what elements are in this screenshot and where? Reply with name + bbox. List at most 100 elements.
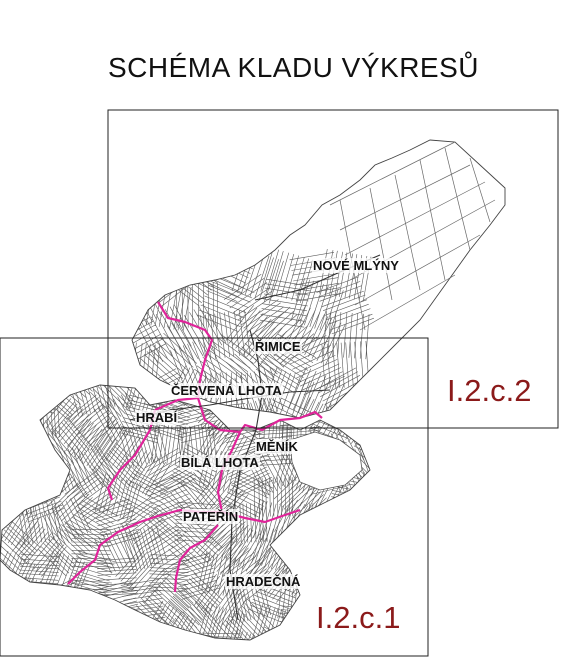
parcel-line [250,638,265,640]
parcel-line [120,552,148,582]
parcel-line [305,385,315,409]
parcel-line [258,456,278,492]
parcel-line [382,556,383,595]
parcel-line [54,506,73,542]
parcel-line [72,630,83,640]
parcel-line [152,493,189,509]
parcel-line [355,388,370,421]
parcel-line [257,527,271,565]
parcel-line [61,502,80,538]
parcel-line [101,608,140,619]
place-menik: MĚNÍK [255,439,299,454]
parcel-line [358,639,370,640]
parcel-line [118,341,123,386]
parcel-line [146,528,180,550]
parcel-line [239,316,268,352]
parcel-line [351,497,370,530]
parcel-line [84,614,108,640]
parcel-line [329,584,368,595]
parcel-line [121,535,135,573]
parcel-line [154,587,185,614]
parcel-line [316,320,337,362]
parcel-line [321,344,326,390]
parcel-line [358,635,370,640]
parcel-line [6,626,38,640]
parcel-line [332,648,371,654]
parcel-line [61,422,88,453]
parcel-line [327,311,332,357]
parcel-line [383,395,400,430]
parcel-line [300,573,327,603]
parcel-line [254,526,267,564]
pond-menik [289,431,363,491]
parcel-line [32,582,46,620]
parcel-line [19,487,57,503]
parcel-line [35,542,62,573]
parcel-line [169,476,205,496]
parcel-line [214,540,241,570]
parcel-line [96,561,136,565]
parcel-line [116,626,146,640]
parcel-line [148,589,188,593]
parcel-line [189,578,219,606]
parcel-line [255,368,295,394]
parcel-line [300,550,325,582]
parcel-line [92,385,104,410]
parcel-line [51,500,59,540]
parcel-line [7,509,30,544]
sheet-label-south: I.2.c.1 [316,600,401,635]
parcel-line [250,503,252,543]
parcel-line [205,314,212,360]
parcel-line [132,271,161,300]
parcel-line [100,385,129,410]
parcel-line [127,511,159,535]
parcel-line [293,380,311,418]
parcel-line [132,267,158,296]
parcel-line [18,585,58,589]
parcel-line [374,447,401,475]
parcel-line [1,634,36,640]
parcel-line [123,492,158,511]
parcel-line [15,434,33,470]
parcel-line [80,632,91,640]
parcel-line [270,403,311,418]
parcel-line [135,633,162,640]
parcel-line [76,556,114,569]
parcel-line [95,636,106,640]
parcel-line [158,275,195,304]
parcel-line [273,628,311,640]
parcel-line [256,306,291,338]
parcel-line [100,606,122,640]
parcel-line [89,471,119,499]
parcel-line [131,517,164,542]
parcel-line [0,617,33,619]
parcel-line [18,588,58,593]
parcel-line [47,538,77,567]
parcel-line [320,521,353,545]
parcel-line [314,529,347,553]
parcel-line [333,399,358,431]
parcel-line [228,307,258,344]
parcel-line [158,547,192,569]
parcel-line [1,419,39,435]
parcel-line [83,431,107,464]
parcel-line [311,576,350,588]
parcel-line [71,602,111,606]
parcel-line [373,511,395,543]
parcel-line [71,480,104,505]
parcel-line [72,605,96,639]
parcel-line [214,313,221,359]
parcel-line [21,578,34,616]
parcel-line [58,490,87,519]
parcel-line [0,600,33,603]
parcel-line [280,429,320,434]
parcel-line [61,524,91,552]
parcel-line [25,636,40,640]
parcel-line [233,632,248,640]
parcel-line [198,309,241,327]
parcel-line [10,477,15,517]
parcel-line [46,631,51,640]
parcel-line [93,388,122,417]
parcel-line [70,460,93,494]
